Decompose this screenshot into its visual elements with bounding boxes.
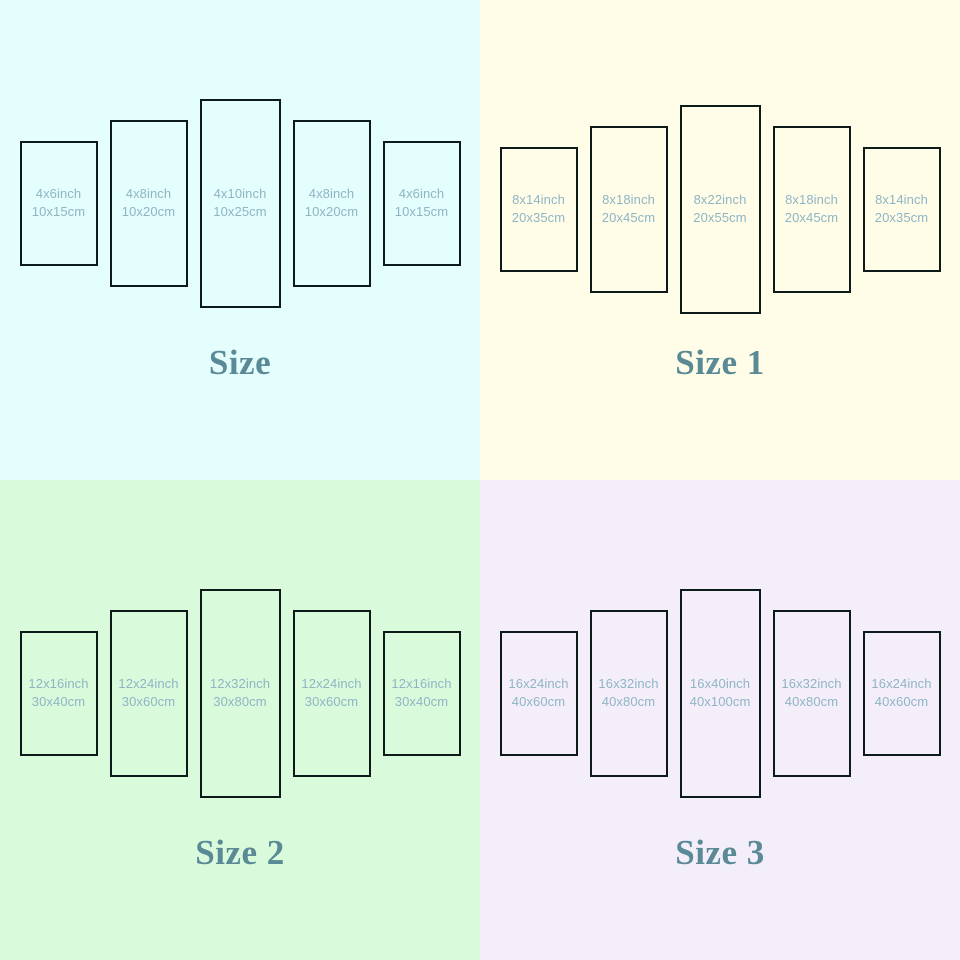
panel-size-label: 16x40inch 40x100cm xyxy=(690,675,751,711)
canvas-panel[interactable]: 8x18inch 20x45cm xyxy=(772,125,851,293)
canvas-panel[interactable]: 8x14inch 20x35cm xyxy=(862,146,941,272)
panel-cluster: 4x6inch 10x15cm 4x8inch 10x20cm 4x10inch… xyxy=(0,33,480,373)
panel-size-label: 8x18inch 20x45cm xyxy=(602,191,655,227)
panel-size-cm: 20x45cm xyxy=(601,210,656,225)
canvas-panel[interactable]: 16x40inch 40x100cm xyxy=(679,588,761,798)
panel-cluster: 16x24inch 40x60cm 16x32inch 40x80cm 16x4… xyxy=(480,523,960,863)
size-option-quadrant[interactable]: 8x14inch 20x35cm 8x18inch 20x45cm 8x22in… xyxy=(480,0,960,480)
panel-size-cm: 30x80cm xyxy=(213,694,267,709)
panel-size-inch: 8x14inch xyxy=(512,192,565,208)
canvas-panel[interactable]: 16x32inch 40x80cm xyxy=(589,609,668,777)
panel-size-inch: 12x24inch xyxy=(301,676,362,692)
panel-size-cm: 10x15cm xyxy=(31,204,86,219)
panel-size-cm: 40x80cm xyxy=(784,694,839,709)
size-option-quadrant[interactable]: 12x16inch 30x40cm 12x24inch 30x60cm 12x3… xyxy=(0,480,480,960)
panel-size-label: 16x32inch 40x80cm xyxy=(781,675,841,711)
panel-size-label: 8x14inch 20x35cm xyxy=(512,191,565,227)
canvas-panel[interactable]: 4x10inch 10x25cm xyxy=(199,98,281,308)
canvas-panel[interactable]: 12x32inch 30x80cm xyxy=(199,588,281,798)
panel-size-cm: 30x60cm xyxy=(121,694,176,709)
canvas-panel[interactable]: 8x22inch 20x55cm xyxy=(679,104,761,314)
panel-size-cm: 30x60cm xyxy=(304,694,359,709)
panel-size-label: 12x16inch 30x40cm xyxy=(391,675,451,711)
canvas-panel[interactable]: 8x14inch 20x35cm xyxy=(499,146,578,272)
panel-size-inch: 12x16inch xyxy=(391,676,452,692)
panel-size-cm: 40x80cm xyxy=(601,694,656,709)
panel-size-cm: 30x40cm xyxy=(394,694,449,709)
size-option-title: Size 1 xyxy=(675,343,765,382)
panel-size-label: 12x24inch 30x60cm xyxy=(301,675,361,711)
panel-size-cm: 10x20cm xyxy=(121,204,176,219)
canvas-panel[interactable]: 4x8inch 10x20cm xyxy=(109,119,188,287)
panel-size-cm: 10x20cm xyxy=(304,204,359,219)
panel-size-cm: 20x45cm xyxy=(784,210,839,225)
panel-size-inch: 12x16inch xyxy=(28,676,89,692)
canvas-panel[interactable]: 16x24inch 40x60cm xyxy=(499,630,578,756)
panel-size-label: 16x32inch 40x80cm xyxy=(598,675,658,711)
panel-size-label: 4x6inch 10x15cm xyxy=(395,185,448,221)
panel-size-label: 4x8inch 10x20cm xyxy=(122,185,175,221)
panel-size-inch: 4x8inch xyxy=(308,186,355,202)
panel-size-label: 4x10inch 10x25cm xyxy=(213,185,266,221)
panel-size-cm: 20x35cm xyxy=(511,210,566,225)
panel-size-cm: 40x100cm xyxy=(689,694,751,709)
canvas-panel[interactable]: 4x8inch 10x20cm xyxy=(292,119,371,287)
panel-size-inch: 12x24inch xyxy=(118,676,179,692)
panel-size-inch: 16x24inch xyxy=(508,676,569,692)
panel-size-label: 16x24inch 40x60cm xyxy=(508,675,568,711)
panel-size-inch: 16x40inch xyxy=(689,676,751,692)
panel-size-cm: 30x40cm xyxy=(31,694,86,709)
panel-size-label: 4x6inch 10x15cm xyxy=(32,185,85,221)
canvas-panel[interactable]: 16x32inch 40x80cm xyxy=(772,609,851,777)
panel-size-cm: 10x25cm xyxy=(213,204,267,219)
panel-cluster: 8x14inch 20x35cm 8x18inch 20x45cm 8x22in… xyxy=(480,39,960,379)
panel-size-inch: 16x32inch xyxy=(598,676,659,692)
canvas-panel[interactable]: 8x18inch 20x45cm xyxy=(589,125,668,293)
panel-size-inch: 4x8inch xyxy=(125,186,172,202)
size-option-title: Size 3 xyxy=(675,833,765,872)
size-option-title: Size 2 xyxy=(195,833,285,872)
panel-size-cm: 40x60cm xyxy=(874,694,929,709)
panel-size-inch: 8x18inch xyxy=(785,192,838,208)
panel-size-inch: 4x10inch xyxy=(213,186,267,202)
panel-size-label: 12x24inch 30x60cm xyxy=(118,675,178,711)
panel-size-inch: 8x22inch xyxy=(693,192,747,208)
size-option-quadrant[interactable]: 4x6inch 10x15cm 4x8inch 10x20cm 4x10inch… xyxy=(0,0,480,480)
panel-size-label: 8x18inch 20x45cm xyxy=(785,191,838,227)
panel-size-label: 12x32inch 30x80cm xyxy=(210,675,270,711)
canvas-panel[interactable]: 12x16inch 30x40cm xyxy=(382,630,461,756)
size-option-title: Size xyxy=(208,343,272,382)
panel-size-cm: 40x60cm xyxy=(511,694,566,709)
panel-size-inch: 4x6inch xyxy=(35,186,82,202)
panel-size-label: 12x16inch 30x40cm xyxy=(28,675,88,711)
panel-size-label: 8x14inch 20x35cm xyxy=(875,191,928,227)
panel-size-inch: 16x32inch xyxy=(781,676,842,692)
panel-size-label: 4x8inch 10x20cm xyxy=(305,185,358,221)
size-option-quadrant[interactable]: 16x24inch 40x60cm 16x32inch 40x80cm 16x4… xyxy=(480,480,960,960)
panel-size-label: 16x24inch 40x60cm xyxy=(871,675,931,711)
canvas-panel[interactable]: 12x24inch 30x60cm xyxy=(109,609,188,777)
panel-size-inch: 16x24inch xyxy=(871,676,932,692)
panel-size-cm: 10x15cm xyxy=(394,204,449,219)
panel-size-inch: 8x18inch xyxy=(602,192,655,208)
canvas-panel[interactable]: 4x6inch 10x15cm xyxy=(19,140,98,266)
panel-cluster: 12x16inch 30x40cm 12x24inch 30x60cm 12x3… xyxy=(0,523,480,863)
panel-size-label: 8x22inch 20x55cm xyxy=(693,191,746,227)
canvas-panel[interactable]: 4x6inch 10x15cm xyxy=(382,140,461,266)
panel-size-inch: 12x32inch xyxy=(209,676,271,692)
panel-size-inch: 8x14inch xyxy=(875,192,928,208)
canvas-panel[interactable]: 16x24inch 40x60cm xyxy=(862,630,941,756)
canvas-panel[interactable]: 12x24inch 30x60cm xyxy=(292,609,371,777)
canvas-panel[interactable]: 12x16inch 30x40cm xyxy=(19,630,98,756)
panel-size-cm: 20x35cm xyxy=(874,210,929,225)
panel-size-cm: 20x55cm xyxy=(693,210,747,225)
panel-size-inch: 4x6inch xyxy=(398,186,445,202)
